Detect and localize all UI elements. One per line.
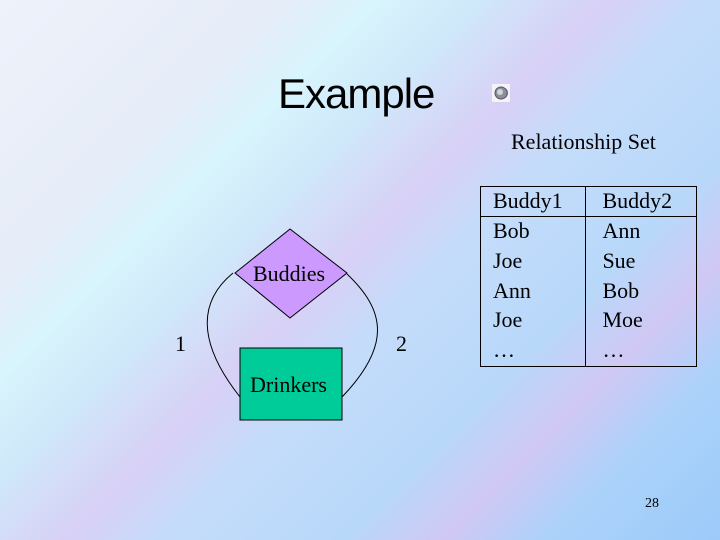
role-label-1: 1: [175, 331, 186, 356]
slide-title: Example: [278, 70, 435, 117]
table-cell: Bob: [479, 216, 587, 247]
table-cell: Joe: [479, 246, 587, 277]
role-line-1: [206, 272, 241, 398]
speaker-icon[interactable]: [492, 84, 510, 102]
column-header: Buddy1: [479, 186, 587, 217]
table-header-row: Buddy1 Buddy2: [479, 186, 697, 217]
entity-label: Drinkers: [250, 372, 327, 397]
table-cell: Ann: [479, 276, 587, 307]
table-cell: Bob: [585, 276, 697, 307]
role-label-2: 2: [396, 331, 407, 356]
page-number: 28: [645, 496, 659, 511]
table-cell: Moe: [585, 306, 697, 337]
table-cell: …: [585, 336, 697, 368]
role-line-2: [341, 273, 378, 398]
table-row: ……: [479, 336, 697, 368]
relationship-label: Buddies: [253, 261, 326, 286]
relationship-set-caption: Relationship Set: [511, 129, 656, 154]
table-cell: Joe: [479, 306, 587, 337]
relationship-diamond: [234, 228, 348, 319]
table-cell: …: [479, 336, 587, 368]
table-cell: Ann: [585, 216, 697, 247]
entity-rectangle: [239, 347, 343, 421]
table-cell: Sue: [585, 246, 697, 277]
column-header: Buddy2: [585, 186, 697, 217]
